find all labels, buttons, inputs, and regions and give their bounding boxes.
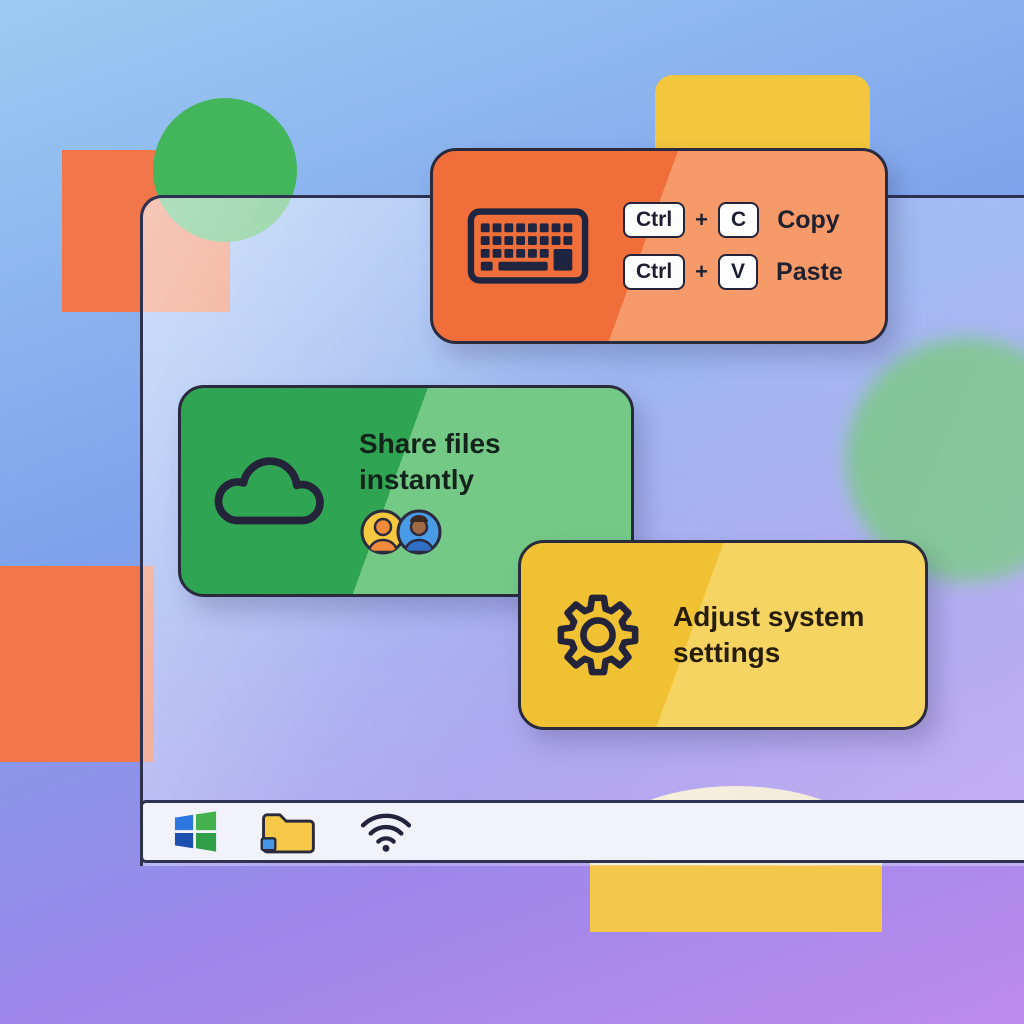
v-keycap: V <box>718 254 759 290</box>
wifi-icon <box>360 813 412 852</box>
plus-sign: + <box>695 207 709 232</box>
windows-logo-icon <box>174 810 217 852</box>
share-title-line1: Share files <box>359 428 501 459</box>
ctrl-keycap: Ctrl <box>623 254 686 290</box>
cloud-icon <box>214 457 324 525</box>
file-explorer-button[interactable] <box>259 808 317 856</box>
gear-icon <box>557 594 639 676</box>
settings-title-line2: settings <box>673 637 781 668</box>
c-keycap: C <box>718 202 760 238</box>
shortcut-list: Ctrl + C Copy Ctrl + V Paste <box>623 202 843 290</box>
settings-title-line1: Adjust system <box>673 601 865 632</box>
shortcut-row-paste: Ctrl + V Paste <box>623 254 843 290</box>
taskbar <box>140 800 1024 863</box>
avatar-yellow-person-icon <box>360 509 406 555</box>
copy-label: Copy <box>777 205 840 234</box>
windows-start-button[interactable] <box>173 810 219 854</box>
settings-card-title: Adjust system settings <box>673 599 864 671</box>
ctrl-keycap: Ctrl <box>623 202 686 238</box>
keyboard-icon <box>467 208 589 284</box>
folder-icon <box>260 812 315 853</box>
avatar-blue-person-icon <box>396 509 442 555</box>
decor-orange-square-left <box>0 566 154 762</box>
share-title-line2: instantly <box>359 464 475 495</box>
decor-green-circle-top <box>153 98 297 242</box>
wifi-status-button[interactable] <box>357 810 415 854</box>
system-settings-card: Adjust system settings <box>518 540 928 730</box>
shared-users-avatars <box>359 508 443 556</box>
paste-label: Paste <box>776 257 843 286</box>
share-card-title: Share files instantly <box>359 426 501 498</box>
shortcut-row-copy: Ctrl + C Copy <box>623 202 843 238</box>
keyboard-shortcuts-card: Ctrl + C Copy Ctrl + V Paste <box>430 148 888 344</box>
plus-sign: + <box>695 259 709 284</box>
